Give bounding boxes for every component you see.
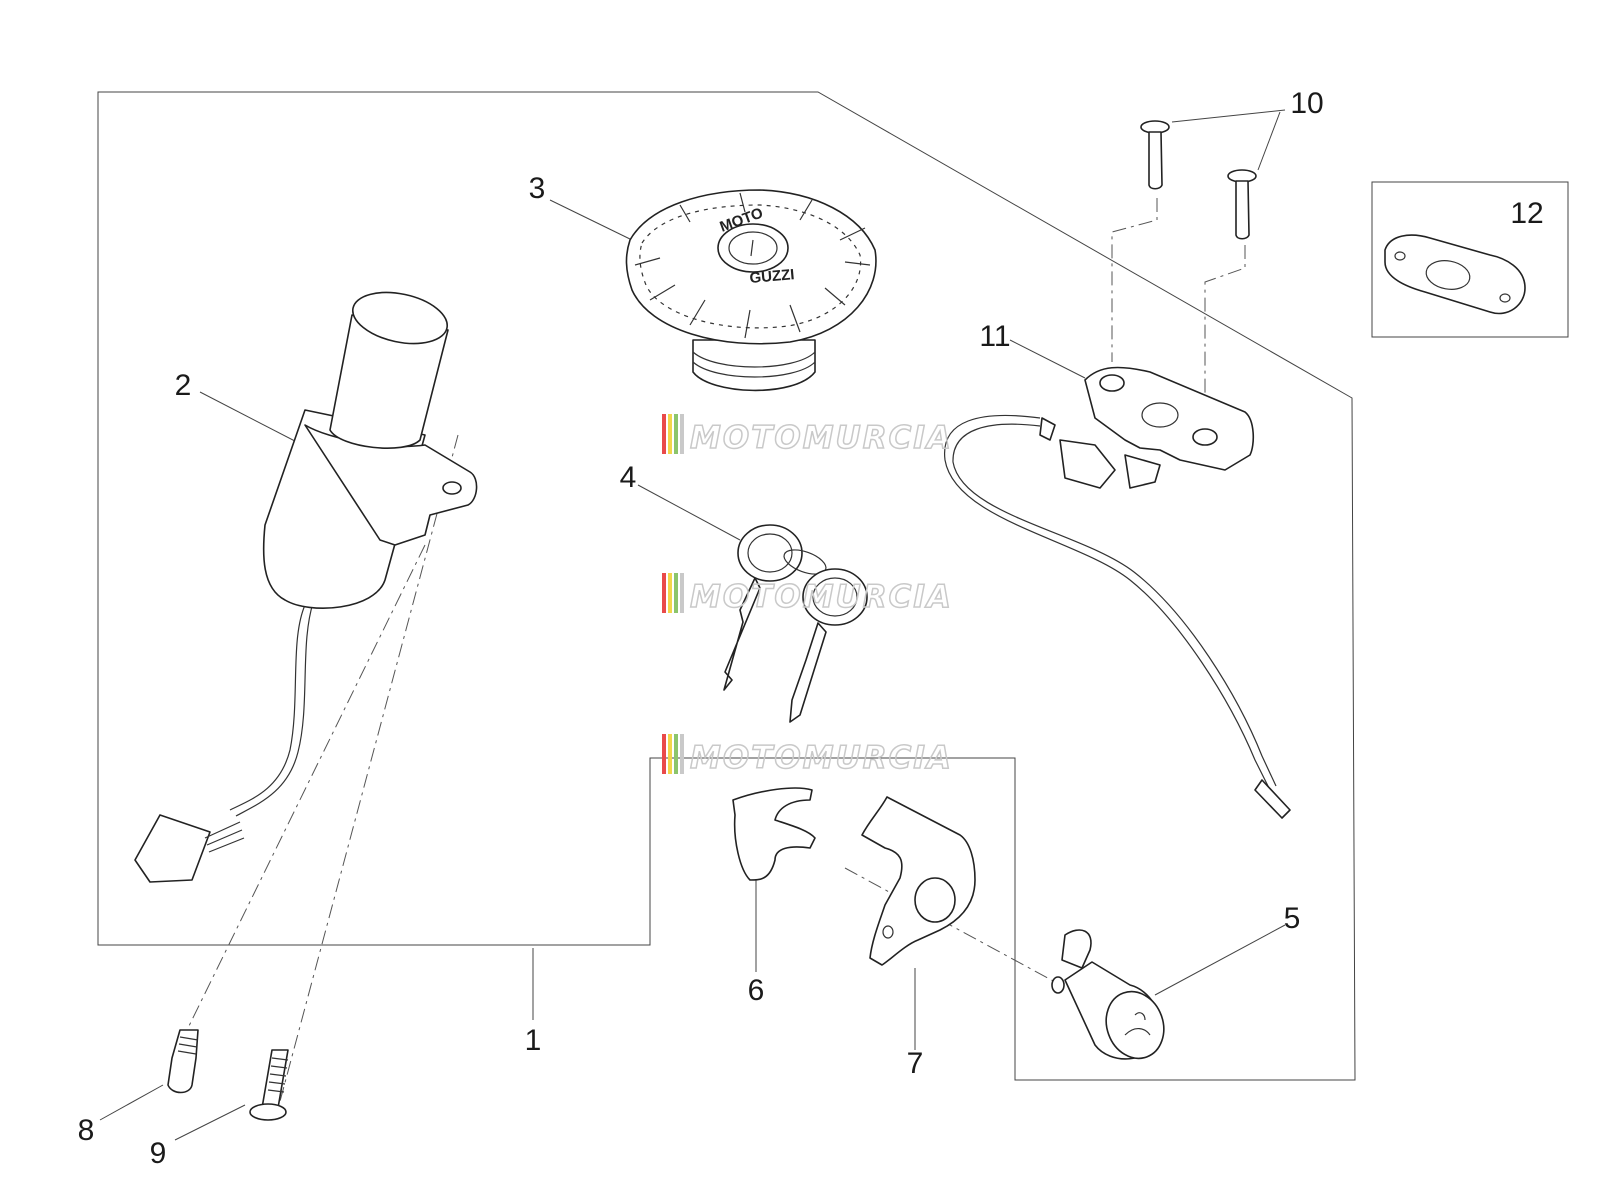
part-label-5: 5 (1284, 902, 1301, 935)
watermark-2: MOTOMURCIA (662, 573, 953, 616)
watermark-1: MOTOMURCIA (662, 414, 953, 457)
watermark-text-1: MOTOMURCIA (690, 420, 953, 456)
lock-barrel-part (1051, 929, 1165, 1060)
part-label-2: 2 (175, 369, 192, 402)
part-label-12: 12 (1510, 197, 1543, 230)
part-label-3: 3 (529, 172, 546, 205)
part-label-9: 9 (150, 1137, 167, 1170)
clip-part (732, 787, 816, 881)
ignition-switch-part (134, 291, 478, 883)
fuel-cap-part: MOTO GUZZI (625, 189, 877, 392)
watermark-text-2: MOTOMURCIA (690, 579, 953, 615)
fuel-cap-logo-line-2: GUZZI (749, 266, 795, 287)
part-label-4: 4 (620, 461, 637, 494)
group-outlines (97, 91, 1569, 1081)
part-label-8: 8 (78, 1114, 95, 1147)
part-number-labels: 1 2 3 4 5 6 7 8 9 10 11 12 (78, 87, 1544, 1170)
sensor-part (944, 366, 1291, 819)
part-label-10: 10 (1290, 87, 1323, 120)
gasket-part (1384, 234, 1526, 315)
keys-part (723, 524, 868, 723)
watermark-text-3: MOTOMURCIA (690, 740, 953, 776)
part-label-1: 1 (525, 1024, 542, 1057)
part-label-6: 6 (748, 974, 765, 1007)
bracket-part (861, 796, 976, 966)
screws-part (167, 1029, 289, 1121)
small-screws-part (1140, 120, 1257, 240)
part-label-11: 11 (979, 320, 1010, 353)
part-label-7: 7 (907, 1047, 924, 1080)
watermark-3: MOTOMURCIA (662, 734, 953, 777)
leader-lines (99, 109, 1286, 1141)
